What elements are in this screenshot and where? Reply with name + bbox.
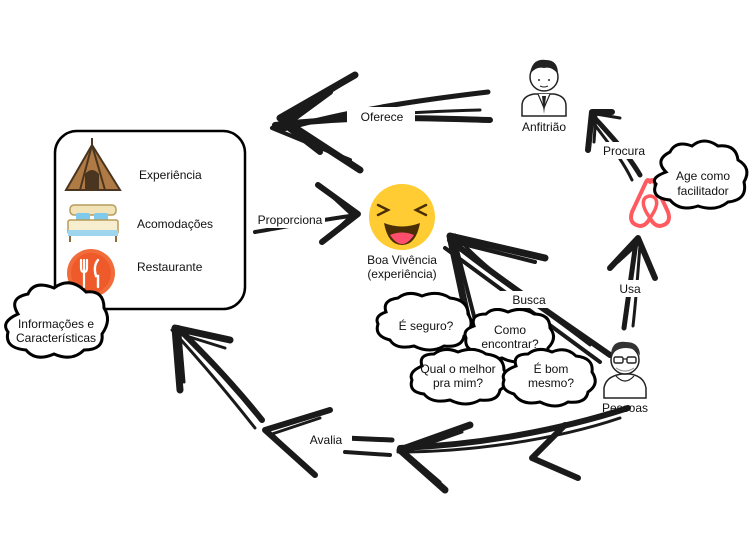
edge-label-offers: Oferece	[347, 107, 415, 126]
edge-label-provides: Proporciona	[255, 211, 325, 228]
people-label: Pessoas	[602, 401, 648, 415]
businessman-icon	[521, 59, 567, 117]
cloud-info-line1: Informações e	[18, 317, 94, 331]
cloud-best-line1: Qual o melhor	[420, 362, 495, 376]
services-box: Experiência Acomodações Restaurante	[53, 129, 247, 311]
cloud-facilitator: Age como facilitador	[652, 139, 749, 210]
service-label-restaurant: Restaurante	[137, 260, 203, 274]
cloud-facilitator-line2: facilitador	[677, 184, 728, 198]
svg-text:Procura: Procura	[603, 144, 645, 158]
cloud-good-line1: É bom	[534, 361, 569, 376]
emoji-label-line1: Boa Vivência	[367, 253, 437, 267]
cloud-best-line2: pra mim?	[433, 376, 483, 390]
svg-text:Oferece: Oferece	[361, 110, 404, 124]
host-label: Anfitrião	[522, 120, 566, 134]
cloud-best: Qual o melhor pra mim?	[409, 347, 509, 406]
laughing-emoji-icon	[369, 184, 435, 250]
svg-text:Proporciona: Proporciona	[258, 213, 323, 227]
cloud-safe: É seguro?	[375, 291, 473, 352]
cloud-safe-line1: É seguro?	[399, 318, 454, 333]
service-label-accommodation: Acomodações	[137, 217, 213, 231]
cloud-facilitator-line1: Age como	[676, 169, 730, 183]
cloud-info-line2: Características	[16, 331, 96, 345]
person-glasses-icon	[603, 341, 647, 399]
emoji-label-line2: (experiência)	[367, 267, 436, 281]
edge-label-evaluates: Avalia	[300, 430, 352, 448]
cloud-good: É bom mesmo?	[501, 347, 597, 408]
service-label-experience: Experiência	[139, 168, 202, 182]
cloud-find-line1: Como	[494, 323, 526, 337]
edge-label-uses: Usa	[614, 280, 646, 297]
svg-text:Busca: Busca	[512, 293, 546, 307]
edge-label-searches: Busca	[492, 291, 566, 308]
bed-icon	[67, 204, 119, 242]
cloud-find: Como encontrar?	[463, 307, 555, 364]
tent-icon	[64, 138, 122, 191]
edge-label-searches-for: Procura	[598, 142, 650, 159]
arrow-evaluates	[170, 324, 631, 494]
cloud-good-line2: mesmo?	[528, 376, 574, 390]
cloud-info: Informações e Características	[4, 281, 109, 359]
svg-text:Usa: Usa	[619, 282, 641, 296]
cloud-find-line2: encontrar?	[481, 337, 539, 351]
svg-text:Avalia: Avalia	[310, 433, 343, 447]
